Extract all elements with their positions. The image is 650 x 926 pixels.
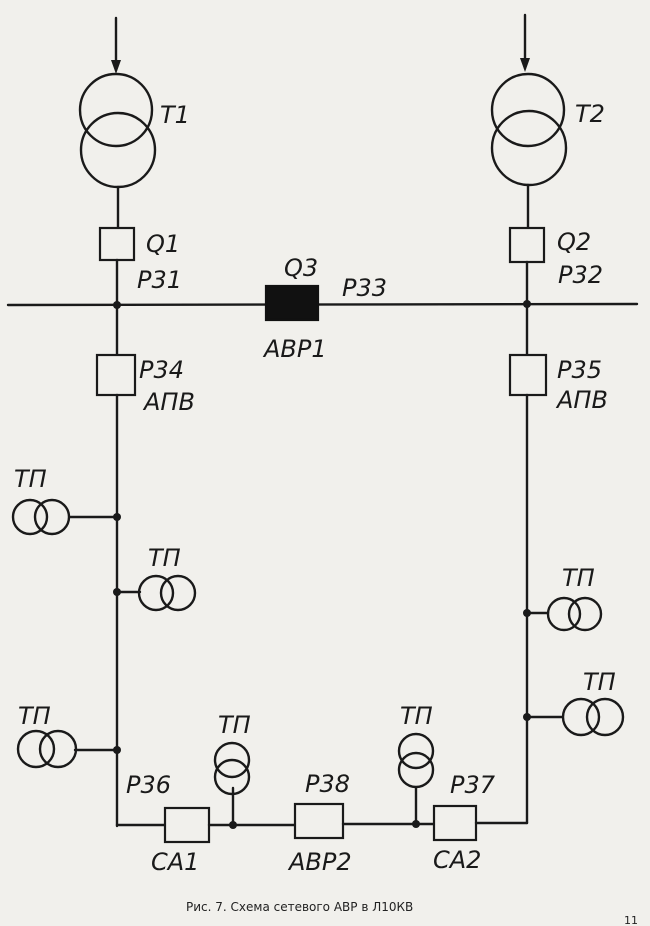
breaker-q1 <box>98 226 136 262</box>
substation-tp4 <box>546 596 603 632</box>
label-tp7: TП <box>400 702 433 730</box>
arrow-left-icon <box>111 60 121 74</box>
label-t1: T1 <box>160 101 190 129</box>
label-ca2: CA2 <box>433 846 481 874</box>
substation-tp1 <box>11 498 71 536</box>
substation-tp5 <box>561 697 625 737</box>
node-bus-left <box>113 301 121 309</box>
arrow-right-icon <box>520 58 530 72</box>
page-number: 11 <box>624 914 638 926</box>
figure-caption: Рис. 7. Схема сетевого АВР в Л10КВ <box>186 900 413 914</box>
label-tp6: TП <box>218 711 251 739</box>
breaker-p36 <box>163 806 211 844</box>
substation-tp6 <box>213 741 251 796</box>
label-p32: P32 <box>558 261 603 289</box>
label-tp5: TП <box>583 668 616 696</box>
label-p35: P35 <box>557 356 602 384</box>
label-tp2: TП <box>148 544 181 572</box>
transformer-t2 <box>490 72 568 187</box>
label-q3: Q3 <box>284 254 318 282</box>
label-p33: P33 <box>342 274 387 302</box>
label-q1: Q1 <box>146 230 180 258</box>
label-p37: P37 <box>450 771 496 799</box>
transformer-t1 <box>78 72 157 189</box>
label-apv-right: AПB <box>555 386 608 414</box>
label-p36: P36 <box>126 771 171 799</box>
label-tp1: TП <box>14 465 47 493</box>
breaker-p34 <box>95 353 137 397</box>
label-p38: P38 <box>305 770 350 798</box>
label-tp3: TП <box>18 702 51 730</box>
breaker-p35 <box>508 353 548 397</box>
label-tp4: TП <box>562 564 595 592</box>
breaker-p38 <box>293 802 345 840</box>
substation-tp3 <box>16 729 78 769</box>
breaker-q2 <box>508 226 546 264</box>
label-abp2: ABP2 <box>287 848 352 876</box>
breaker-p37 <box>432 804 478 842</box>
label-ca1: CA1 <box>151 848 199 876</box>
label-abp1: ABP1 <box>262 335 327 363</box>
label-p34: P34 <box>139 356 184 384</box>
label-q2: Q2 <box>557 228 591 256</box>
substation-tp7 <box>397 732 435 789</box>
label-p31: P31 <box>137 266 182 294</box>
label-t2: T2 <box>575 100 605 128</box>
substation-tp2 <box>137 574 197 612</box>
breaker-q3 <box>264 284 320 322</box>
main-bus-line <box>6 302 639 307</box>
label-apv-left: AПB <box>142 388 195 416</box>
node-bus-right <box>523 300 531 308</box>
